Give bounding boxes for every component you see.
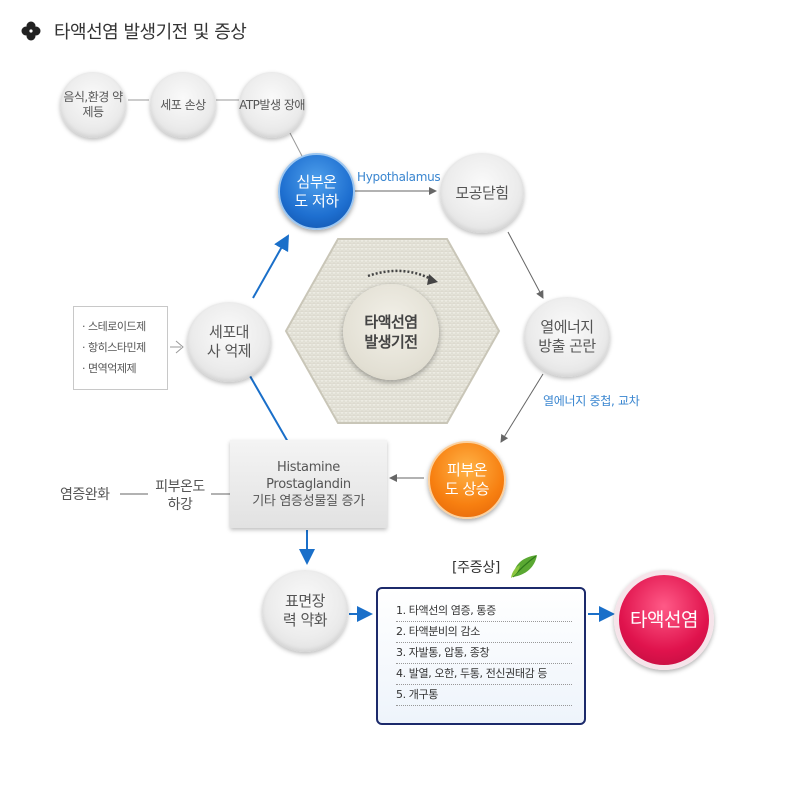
node-cell-suppress: 세포대사 억제: [187, 302, 271, 382]
mediator-item: 기타 염증성물질 증가: [252, 493, 365, 509]
heat-overlap-label: 열에너지 중첩, 교차: [543, 394, 640, 408]
arrow-cell-to-core: [252, 234, 289, 299]
symptoms-title: [주증상]: [452, 560, 501, 576]
symptom-item: 4. 발열, 오한, 두통, 전신권태감 등: [396, 664, 572, 685]
clover-icon: [21, 21, 41, 41]
leaf-icon: [511, 555, 537, 578]
drug-item: · 항히스타민제: [82, 341, 146, 354]
node-cell-suppress-label: 세포대사 억제: [206, 323, 252, 360]
node-pore-close-label: 모공닫힘: [455, 183, 509, 202]
node-final-disease-label: 타액선염: [630, 608, 698, 631]
page-title: 타액선염 발생기전 및 증상: [54, 22, 247, 43]
mediator-item: Prostaglandin: [266, 476, 351, 492]
symptoms-box: 1. 타액선의 염증, 통증 2. 타액분비의 감소 3. 자발통, 압통, 종…: [376, 587, 586, 725]
node-surface-tension: 표면장력 약화: [262, 570, 348, 652]
node-surface-tension-label: 표면장력 약화: [282, 592, 328, 629]
mechanism-center: 타액선염 발생기전: [343, 284, 439, 380]
node-core-temp-down: 심부온도 저하: [278, 153, 355, 230]
arrow-heat-to-skin: [500, 373, 544, 443]
cause-node-cell-damage: 세포 손상: [150, 72, 216, 138]
chain-line-3: [289, 132, 303, 157]
node-skin-temp-up-label: 피부온도 상승: [444, 461, 490, 498]
node-heat-release-label: 열에너지 방출 곤란: [538, 318, 596, 355]
skin-temp-down-label: 피부온도 하강: [155, 479, 205, 513]
arrow-pore-to-heat: [507, 231, 544, 299]
mediators-box: Histamine Prostaglandin 기타 염증성물질 증가: [230, 440, 387, 528]
node-core-temp-down-label: 심부온도 저하: [294, 172, 339, 210]
mediator-item: Histamine: [276, 459, 341, 475]
node-skin-temp-up: 피부온도 상승: [428, 441, 506, 519]
hypothalamus-label: Hypothalamus: [357, 170, 441, 184]
symptom-item: 1. 타액선의 염증, 통증: [396, 601, 572, 622]
symptom-item: 3. 자발통, 압통, 종창: [396, 643, 572, 664]
node-pore-close: 모공닫힘: [440, 153, 524, 233]
cause-node-atp: ATP발생 장애: [239, 72, 305, 138]
mechanism-center-label: 타액선염 발생기전: [364, 313, 418, 351]
drug-item: · 면역억제제: [82, 362, 137, 375]
symptom-item: 5. 개구통: [396, 685, 572, 706]
node-final-disease: 타액선염: [614, 570, 714, 670]
inflammation-relief-label: 염증완화: [60, 487, 110, 503]
symptom-item: 2. 타액분비의 감소: [396, 622, 572, 643]
arrow-drug-to-cell: [170, 340, 184, 354]
line-mediators-to-cell: [249, 375, 289, 443]
drug-item: · 스테로이드제: [82, 320, 146, 333]
cause-node-food: 음식,환경 약제등: [60, 72, 126, 138]
header: 타액선염 발생기전 및 증상: [20, 18, 247, 44]
node-heat-release: 열에너지 방출 곤란: [524, 297, 610, 377]
drug-list-box: · 스테로이드제 · 항히스타민제 · 면역억제제: [73, 306, 168, 390]
